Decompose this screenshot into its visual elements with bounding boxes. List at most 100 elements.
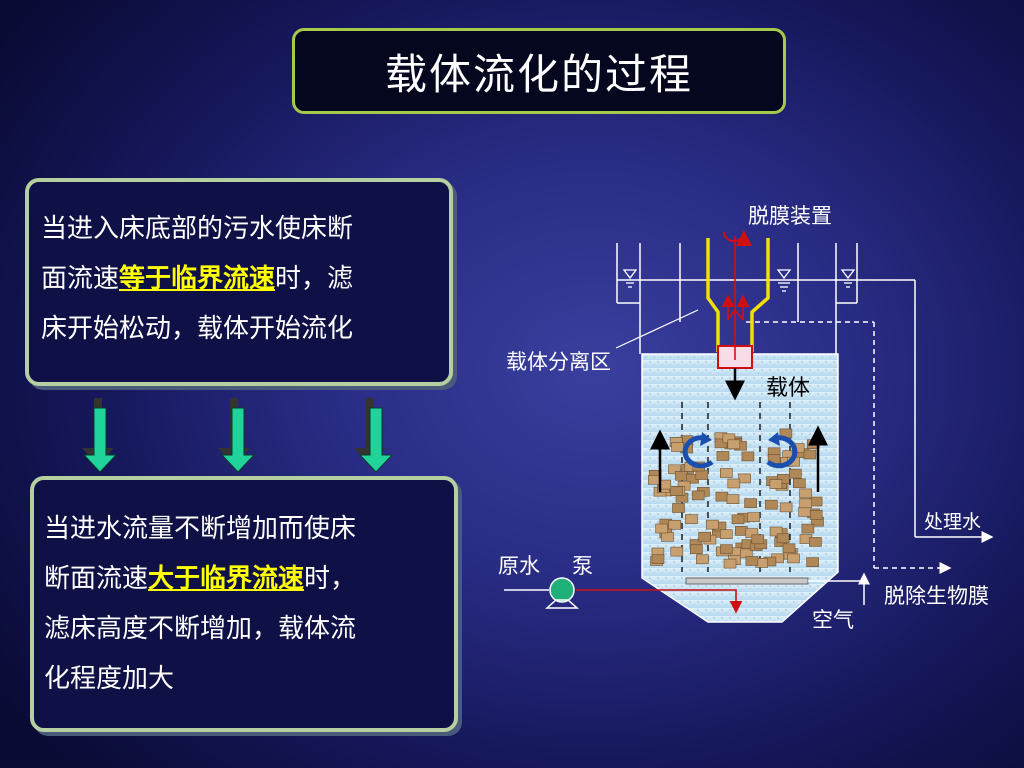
carrier-particle <box>799 498 813 509</box>
circulation-arrow-icon <box>682 432 714 469</box>
text-segment: 面流速 <box>41 264 120 294</box>
carrier-particle <box>670 486 683 496</box>
label-raw-water: 原水 <box>498 554 540 578</box>
carrier-particle <box>670 546 684 557</box>
text-line: 面流速等于临界流速时，滤 <box>41 254 449 304</box>
text-segment: 时， <box>304 564 357 594</box>
carrier-particle <box>738 473 751 484</box>
text-line: 床开始松动，载体开始流化 <box>41 304 449 354</box>
circulation-arrow-icon <box>766 432 798 469</box>
text-line: 当进水流量不断增加而使床 <box>44 504 454 554</box>
carrier-particle <box>714 438 728 449</box>
label-remove-biofilm: 脱除生物膜 <box>884 584 989 608</box>
carrier-particle <box>751 534 765 545</box>
carrier-particle <box>690 544 703 555</box>
carrier-particle <box>809 509 823 520</box>
carrier-particle <box>769 479 783 489</box>
text-box-critical-velocity-equal: 当进入床底部的污水使床断 面流速等于临界流速时，滤 床开始松动，载体开始流化 <box>25 178 453 386</box>
highlight-text: 等于临界流速 <box>119 264 276 294</box>
carrier-particle <box>741 451 755 462</box>
label-air: 空气 <box>812 608 854 632</box>
carrier-particle <box>719 529 733 540</box>
title-box: 载体流化的过程 <box>292 28 786 114</box>
separation-zone-leader <box>615 309 699 349</box>
membrane-removal-tube <box>706 238 770 352</box>
label-separation-zone: 载体分离区 <box>506 350 611 374</box>
text-segment: 当进入床底部的污水使床断 <box>41 214 354 244</box>
carrier-particle <box>727 478 741 489</box>
carrier-particle <box>803 449 817 460</box>
carrier-particle <box>675 470 688 481</box>
biofilm-outlet-line <box>746 321 952 574</box>
carrier-particle <box>691 490 705 501</box>
label-pump: 泵 <box>572 554 593 578</box>
carrier-particle <box>723 558 737 569</box>
carrier-particle <box>726 494 740 505</box>
carrier-particle <box>776 474 790 484</box>
carrier-particle <box>695 470 709 480</box>
raw-water-feed-pipe <box>576 589 743 614</box>
carrier-particle <box>651 554 665 565</box>
carrier-particle <box>799 488 812 499</box>
carrier-particle <box>779 502 793 513</box>
label-carrier: 载体 <box>766 376 811 401</box>
carrier-particle <box>727 439 741 450</box>
carrier-particle <box>788 468 802 479</box>
label-treated-water: 处理水 <box>924 511 982 533</box>
carrier-particle <box>716 451 730 461</box>
carrier-particle <box>685 514 698 524</box>
highlight-text: 大于临界流速 <box>148 564 305 594</box>
carrier-particle <box>806 557 819 568</box>
carrier-particle <box>672 503 685 513</box>
page-title: 载体流化的过程 <box>384 49 693 99</box>
carrier-particle <box>776 533 790 544</box>
pump-icon <box>545 577 579 609</box>
carrier-particle <box>661 531 674 542</box>
water-level-icon <box>622 269 856 292</box>
carrier-particle <box>782 543 796 554</box>
down-arrow-icon <box>218 398 256 473</box>
air-diffuser <box>685 577 809 585</box>
carrier-particle <box>769 526 783 537</box>
text-line: 当进入床底部的污水使床断 <box>41 204 449 254</box>
carrier-particle <box>655 523 669 534</box>
carrier-particle <box>720 544 733 554</box>
carrier-particle <box>745 556 759 566</box>
red-flow-arrows <box>721 236 750 360</box>
carrier-particle <box>801 523 815 534</box>
carrier-particle <box>706 519 719 530</box>
label-membrane-device: 脱膜装置 <box>748 204 832 228</box>
carrier-particle <box>671 442 684 452</box>
text-segment: 当进水流量不断增加而使床 <box>44 514 357 544</box>
text-segment: 滤床高度不断增加，载体流 <box>44 614 357 644</box>
text-segment: 化程度加大 <box>44 664 175 694</box>
carrier-particles <box>648 428 824 569</box>
upper-tank <box>616 243 916 537</box>
carrier-particle <box>731 514 745 525</box>
carrier-particle <box>696 554 709 565</box>
carrier-particle <box>719 468 733 478</box>
carrier-particle <box>809 537 822 547</box>
carrier-particle <box>648 475 661 485</box>
text-segment: 断面流速 <box>44 564 149 594</box>
text-segment: 床开始松动，载体开始流化 <box>41 314 354 344</box>
carrier-particle <box>668 519 681 530</box>
carrier-particle <box>744 498 757 509</box>
text-line: 滤床高度不断增加，载体流 <box>44 604 454 654</box>
carrier-particle <box>798 507 812 517</box>
recycle-icon <box>723 230 752 247</box>
carrier-particle <box>698 531 712 542</box>
text-segment: 时，滤 <box>275 264 354 294</box>
down-arrow-icon <box>354 398 394 473</box>
carrier-particle <box>792 478 806 489</box>
carrier-particle <box>787 553 800 564</box>
text-line: 化程度加大 <box>44 654 454 704</box>
carrier-particle <box>668 464 681 475</box>
carrier-particle <box>715 491 729 502</box>
carrier-particle <box>765 499 778 510</box>
text-line: 断面流速大于临界流速时， <box>44 554 454 604</box>
down-arrow-icon <box>82 398 118 473</box>
carrier-particle <box>747 512 760 522</box>
